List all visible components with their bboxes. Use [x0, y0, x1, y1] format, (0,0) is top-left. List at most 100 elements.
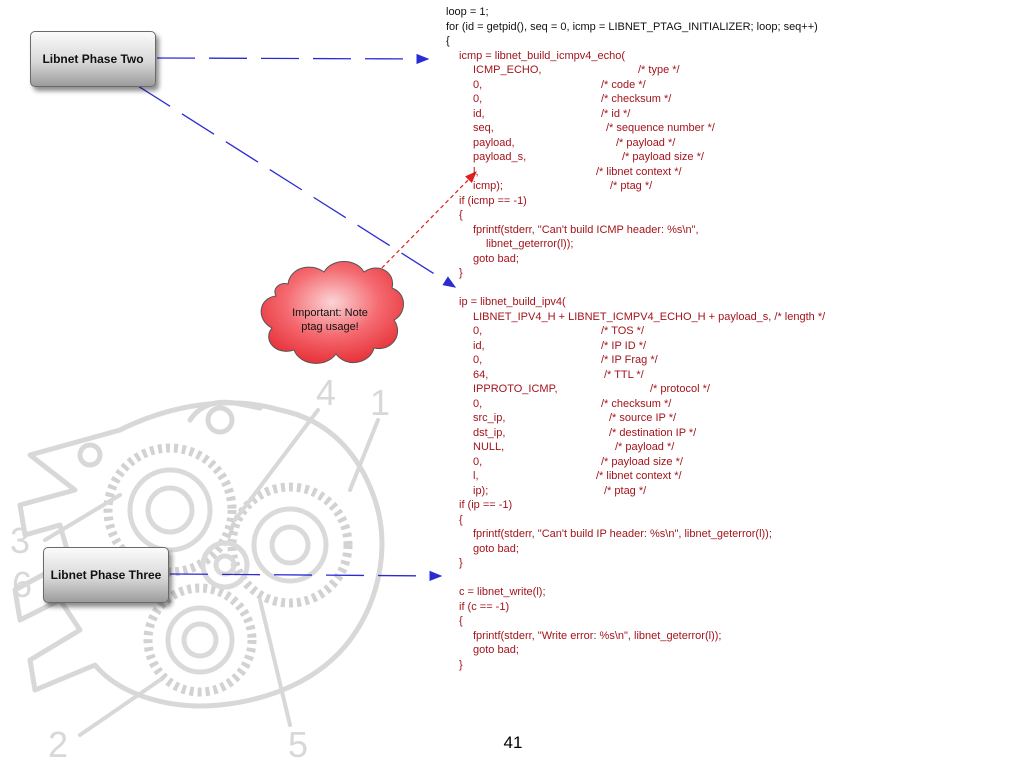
code-text: 0, — [473, 78, 483, 91]
code-text: 0, — [473, 93, 483, 105]
code-line: 0, /* payload size */ — [446, 455, 1016, 470]
callout-text: Important: Note ptag usage! — [292, 307, 368, 333]
code-line: l,/* libnet context */ — [446, 165, 1016, 180]
code-line: 0, /* checksum */ — [446, 92, 1016, 107]
code-line: { — [446, 513, 1016, 528]
code-text: dst_ip, — [473, 426, 506, 439]
code-line: payload,/* payload */ — [446, 136, 1016, 151]
code-comment: /* payload */ — [615, 441, 675, 453]
code-line: goto bad; — [446, 252, 1016, 267]
gear-large-left — [103, 443, 237, 577]
code-comment: /* code */ — [601, 78, 646, 91]
libnet-phase-three-box: Libnet Phase Three — [43, 547, 169, 603]
code-text: if (ip == -1) — [459, 499, 513, 511]
code-text: if (icmp == -1) — [459, 194, 527, 207]
code-text: goto bad; — [473, 644, 519, 656]
code-text: loop = 1; — [446, 6, 489, 18]
code-comment: /* destination IP */ — [609, 426, 697, 439]
gear-number-4: 4 — [316, 372, 336, 413]
code-text: ip = libnet_build_ipv4( — [459, 296, 566, 308]
code-line: { — [446, 614, 1016, 629]
libnet-phase-two-box: Libnet Phase Two — [30, 31, 156, 87]
code-comment: /* TOS */ — [601, 325, 645, 337]
code-line: 64, /* TTL */ — [446, 368, 1016, 383]
gear-housing — [12, 400, 385, 709]
code-text: l, — [473, 470, 479, 482]
code-line — [446, 571, 1016, 586]
gear-number-2: 2 — [48, 724, 68, 765]
code-line: NULL, /* payload */ — [446, 440, 1016, 455]
code-text: 64, — [473, 368, 489, 381]
code-text: 0, — [473, 325, 483, 337]
code-comment: /* ptag */ — [604, 484, 647, 497]
code-text: } — [459, 557, 463, 569]
code-comment: /* IP ID */ — [601, 339, 647, 352]
code-text: icmp = libnet_build_icmpv4_echo( — [459, 49, 626, 62]
code-text: 0, — [473, 455, 483, 468]
code-line: 0, /* code */ — [446, 78, 1016, 93]
code-line: seq,/* sequence number */ — [446, 121, 1016, 136]
code-text: c = libnet_write(l); — [459, 586, 546, 598]
code-line: id, /* id */ — [446, 107, 1016, 122]
gear-number-6: 6 — [12, 564, 32, 605]
code-text: if (c == -1) — [459, 600, 510, 613]
arrow-phase-two-to-icmp — [156, 53, 430, 65]
code-comment: /* ptag */ — [610, 180, 653, 192]
callout-cloud — [260, 261, 404, 364]
code-comment: /* type */ — [638, 64, 680, 76]
code-text: LIBNET_IPV4_H + LIBNET_ICMPV4_ECHO_H + p… — [473, 310, 826, 323]
code-comment: /* checksum */ — [601, 397, 672, 410]
code-text: ip); — [473, 484, 489, 497]
code-line: dst_ip, /* destination IP */ — [446, 426, 1016, 441]
code-comment: /* source IP */ — [609, 412, 677, 424]
code-line: ICMP_ECHO, /* type */ — [446, 63, 1016, 78]
code-text: src_ip, — [473, 412, 506, 424]
code-line: ip); /* ptag */ — [446, 484, 1016, 499]
gear-number-1: 1 — [370, 382, 390, 423]
code-listing: loop = 1; for (id = getpid(), seq = 0, ic… — [446, 5, 1016, 672]
code-comment: /* libnet context */ — [596, 470, 682, 482]
code-line: fprintf(stderr, "Write error: %s\n", lib… — [446, 629, 1016, 644]
code-line: { — [446, 34, 1016, 49]
code-line — [446, 281, 1016, 296]
code-line: src_ip, /* source IP */ — [446, 411, 1016, 426]
gear-number-5: 5 — [288, 724, 308, 765]
code-comment: /* libnet context */ — [596, 165, 682, 178]
code-comment: /* sequence number */ — [606, 122, 715, 134]
gear-housing-top — [187, 399, 263, 423]
code-line: icmp);/* ptag */ — [446, 179, 1016, 194]
code-comment: /* IP Frag */ — [601, 354, 658, 366]
code-text: libnet_geterror(l)); — [486, 238, 574, 250]
code-line: id, /* IP ID */ — [446, 339, 1016, 354]
code-comment: /* payload size */ — [601, 455, 683, 468]
code-line: for (id = getpid(), seq = 0, icmp = LIBN… — [446, 20, 1016, 35]
code-comment: /* payload */ — [616, 136, 676, 149]
code-line: fprintf(stderr, "Can't build ICMP header… — [446, 223, 1016, 238]
code-comment: /* protocol */ — [650, 383, 710, 395]
page-number: 41 — [503, 733, 523, 752]
code-text: fprintf(stderr, "Can't build ICMP header… — [473, 223, 699, 236]
code-text: 0, — [473, 354, 483, 366]
code-text: goto bad; — [473, 252, 519, 265]
arrow-phase-three-to-write — [169, 570, 443, 582]
code-text: ICMP_ECHO, — [473, 64, 542, 76]
code-comment: /* id */ — [601, 107, 631, 120]
code-text: { — [459, 209, 463, 221]
code-text: id, — [473, 107, 485, 120]
code-line: if (icmp == -1) — [446, 194, 1016, 209]
code-comment: /* payload size */ — [622, 151, 704, 163]
code-text: { — [459, 513, 463, 526]
code-line: if (c == -1) — [446, 600, 1016, 615]
code-text: 0, — [473, 397, 483, 410]
code-line: 0, /* IP Frag */ — [446, 353, 1016, 368]
code-text: fprintf(stderr, "Write error: %s\n", lib… — [473, 629, 722, 642]
code-text: for (id = getpid(), seq = 0, icmp = LIBN… — [446, 20, 818, 33]
code-text: id, — [473, 339, 485, 352]
code-text: } — [459, 658, 463, 671]
code-comment: /* checksum */ — [601, 93, 672, 105]
code-text: { — [446, 35, 450, 47]
code-comment: /* TTL */ — [604, 368, 644, 381]
code-text: fprintf(stderr, "Can't build IP header: … — [473, 528, 772, 540]
code-text: NULL, — [473, 441, 505, 453]
